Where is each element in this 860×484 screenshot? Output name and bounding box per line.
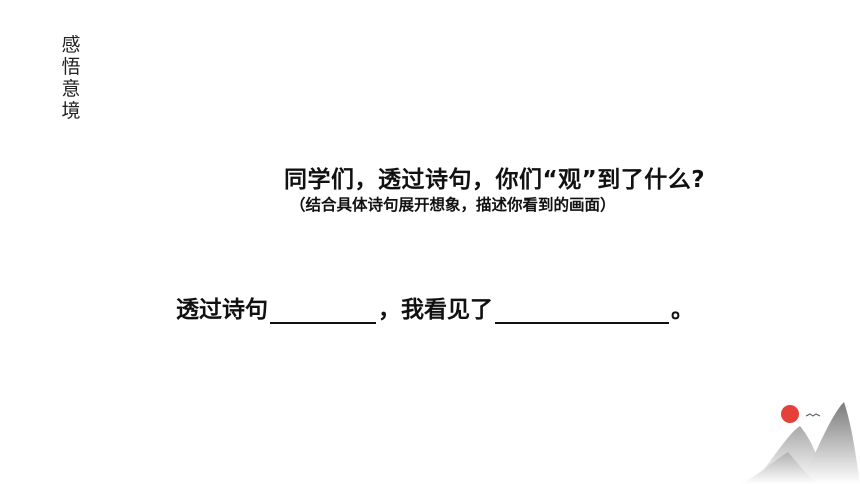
side-title: 感 悟 意 境: [58, 34, 84, 122]
question-hint: （结合具体诗句展开想象，描述你看到的画面）: [290, 196, 616, 214]
blank-poem-line: [270, 298, 376, 324]
sentence-part-3: 。: [671, 297, 694, 323]
sentence-part-2: ，我看见了: [378, 297, 493, 323]
sentence-part-1: 透过诗句: [176, 297, 268, 323]
bird-icon: [805, 413, 821, 417]
side-title-char: 境: [61, 100, 81, 122]
side-title-char: 感: [61, 34, 81, 56]
side-title-char: 意: [61, 78, 81, 100]
mountain-landscape-icon: [740, 402, 860, 484]
blank-scene: [495, 298, 669, 324]
side-title-char: 悟: [61, 56, 81, 78]
question-heading: 同学们，透过诗句，你们“观”到了什么?: [284, 167, 706, 193]
red-sun-icon: [781, 405, 799, 423]
fill-in-sentence: 透过诗句 ，我看见了 。: [176, 290, 694, 324]
